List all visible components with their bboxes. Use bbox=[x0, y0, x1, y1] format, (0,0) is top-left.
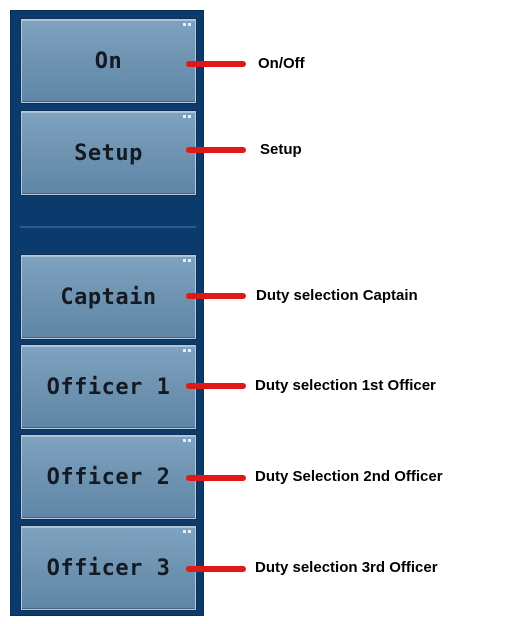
officer-3-button-label: Officer 3 bbox=[46, 555, 171, 581]
on-off-button-label: On bbox=[94, 48, 123, 74]
callout-line-on-off bbox=[186, 61, 246, 67]
indicator-icon bbox=[183, 259, 191, 262]
indicator-icon bbox=[183, 23, 191, 26]
callout-label-setup: Setup bbox=[260, 141, 302, 158]
panel-divider bbox=[20, 226, 196, 228]
officer-1-button-label: Officer 1 bbox=[46, 374, 171, 400]
callout-line-captain bbox=[186, 293, 246, 299]
callout-label-officer-1: Duty selection 1st Officer bbox=[255, 377, 436, 394]
indicator-icon bbox=[183, 439, 191, 442]
callout-label-on-off: On/Off bbox=[258, 55, 305, 72]
callout-label-officer-2: Duty Selection 2nd Officer bbox=[255, 468, 443, 485]
indicator-icon bbox=[183, 530, 191, 533]
officer-1-button[interactable]: Officer 1 bbox=[20, 344, 197, 430]
captain-button[interactable]: Captain bbox=[20, 254, 197, 340]
officer-3-button[interactable]: Officer 3 bbox=[20, 525, 197, 611]
callout-line-officer-3 bbox=[186, 566, 246, 572]
callout-label-officer-3: Duty selection 3rd Officer bbox=[255, 559, 438, 576]
callout-line-officer-2 bbox=[186, 475, 246, 481]
setup-button[interactable]: Setup bbox=[20, 110, 197, 196]
officer-2-button-label: Officer 2 bbox=[46, 464, 171, 490]
duty-selection-panel: On Setup Captain Officer 1 Officer 2 Off… bbox=[10, 10, 204, 616]
on-off-button[interactable]: On bbox=[20, 18, 197, 104]
callout-line-officer-1 bbox=[186, 383, 246, 389]
setup-button-label: Setup bbox=[74, 140, 143, 166]
indicator-icon bbox=[183, 349, 191, 352]
callout-line-setup bbox=[186, 147, 246, 153]
captain-button-label: Captain bbox=[60, 284, 157, 310]
officer-2-button[interactable]: Officer 2 bbox=[20, 434, 197, 520]
indicator-icon bbox=[183, 115, 191, 118]
callout-label-captain: Duty selection Captain bbox=[256, 287, 418, 304]
